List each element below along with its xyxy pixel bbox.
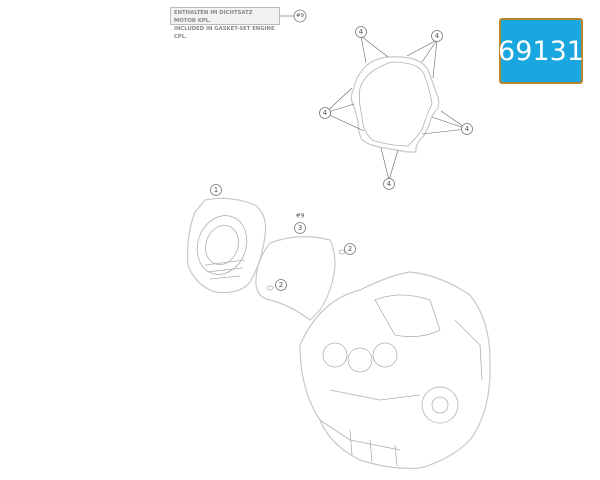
svg-text:4: 4 xyxy=(387,180,392,188)
diagram-number-badge: 69131 xyxy=(498,18,584,84)
callout-4: 4 xyxy=(319,107,331,119)
dowel-pin xyxy=(338,249,346,255)
dowel-pin xyxy=(266,285,274,291)
engine-gasket xyxy=(350,56,440,153)
note-line-german: ENTHALTEN IM DICHTSATZ MOTOR KPL. xyxy=(174,10,253,24)
note-ref-callout: #9 xyxy=(293,9,307,23)
svg-text:4: 4 xyxy=(465,125,470,133)
gasket-leaders xyxy=(324,35,468,181)
callout-ref-9: #9 xyxy=(296,213,305,220)
clutch-cover-gasket xyxy=(255,236,336,321)
callout-4: 4 xyxy=(383,178,395,190)
engine-block xyxy=(299,271,491,469)
callout-3: 3 xyxy=(294,222,306,234)
svg-text:4: 4 xyxy=(323,109,328,117)
callout-4: 4 xyxy=(431,30,443,42)
svg-text:4: 4 xyxy=(359,28,364,36)
svg-text:3: 3 xyxy=(298,224,302,232)
callout-2: 2 xyxy=(275,279,287,291)
callout-4: 4 xyxy=(461,123,473,135)
svg-text:1: 1 xyxy=(214,186,218,194)
callout-2: 2 xyxy=(344,243,356,255)
callout-1: 1 xyxy=(210,184,222,196)
note-line-english: INCLUDED IN GASKET-SET ENGINE CPL. xyxy=(174,26,275,40)
callout-4: 4 xyxy=(355,26,367,38)
svg-text:4: 4 xyxy=(435,32,440,40)
svg-text:#9: #9 xyxy=(296,213,305,220)
gasket-set-note: ENTHALTEN IM DICHTSATZ MOTOR KPL. INCLUD… xyxy=(170,7,280,40)
svg-text:2: 2 xyxy=(348,245,352,253)
svg-text:2: 2 xyxy=(279,281,283,289)
clutch-cover xyxy=(187,197,267,294)
svg-text:#9: #9 xyxy=(296,13,305,19)
